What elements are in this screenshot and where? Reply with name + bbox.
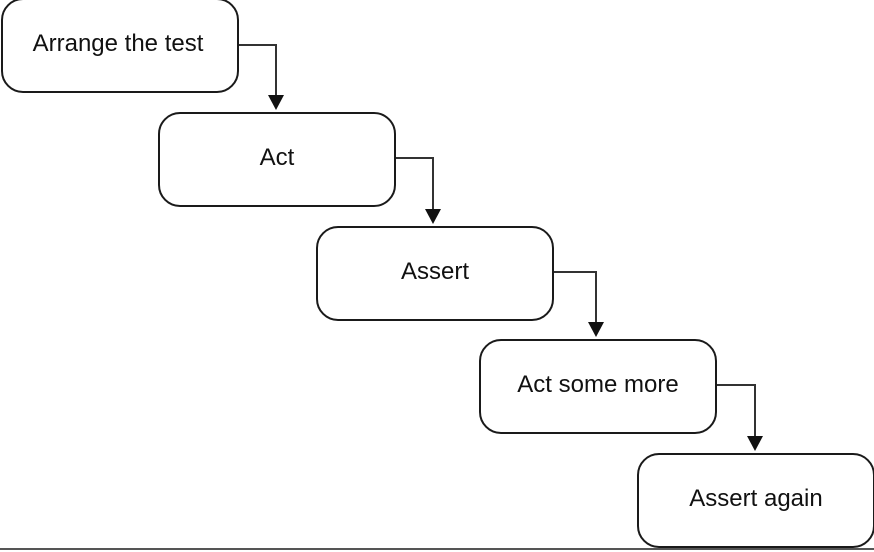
step-act-more: Act some more	[479, 339, 717, 434]
connector-2-to-3	[396, 157, 441, 224]
step-assert: Assert	[316, 226, 554, 321]
step-label: Arrange the test	[32, 29, 204, 57]
step-label: Assert again	[689, 484, 823, 512]
step-arrange: Arrange the test	[1, 0, 239, 93]
step-label: Act some more	[517, 370, 679, 398]
bottom-divider	[0, 548, 874, 550]
arrowhead-icon	[425, 209, 441, 224]
connector-4-to-5	[717, 384, 763, 451]
arrowhead-icon	[747, 436, 763, 451]
arrowhead-icon	[268, 95, 284, 110]
step-act: Act	[158, 112, 396, 207]
connector-1-to-2	[239, 44, 284, 110]
arrowhead-icon	[588, 322, 604, 337]
connector-3-to-4	[554, 271, 604, 337]
step-label: Assert	[400, 257, 469, 285]
step-label: Act	[259, 143, 295, 171]
step-assert-again: Assert again	[637, 453, 874, 548]
